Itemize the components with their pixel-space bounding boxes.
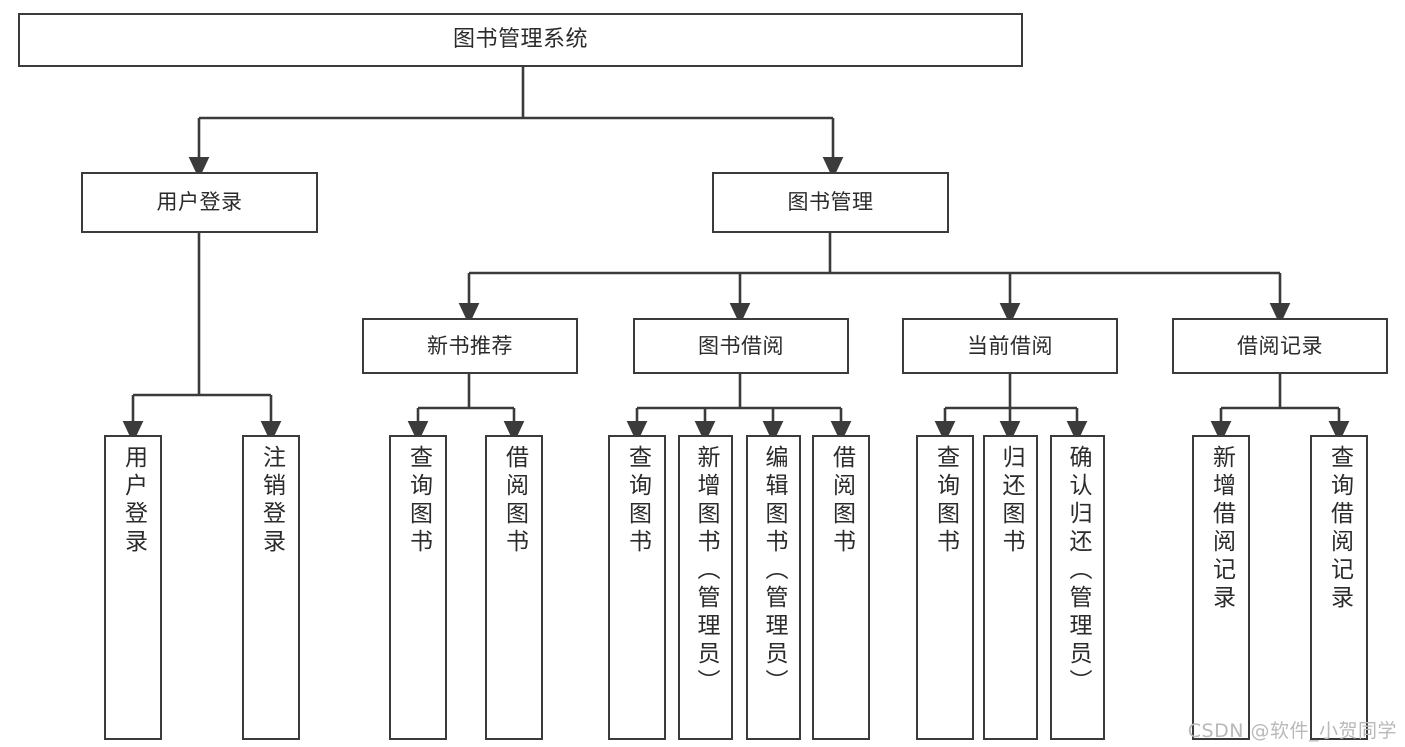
node-user-login[interactable]: 用户登录: [81, 172, 318, 233]
node-label: 查询图书: [405, 445, 432, 557]
node-label: 图书借阅: [698, 333, 784, 358]
node-label: 图书管理: [787, 190, 874, 215]
node-label: 当前借阅: [967, 333, 1053, 358]
leaf-book-borrow-query[interactable]: 查询图书: [608, 435, 666, 740]
node-label: 新书推荐: [427, 333, 513, 358]
leaf-book-borrow-borrow[interactable]: 借阅图书: [812, 435, 870, 740]
node-label: 图书管理系统: [452, 27, 588, 53]
node-label: 用户登录: [120, 445, 147, 557]
leaf-user-login-login[interactable]: 用户登录: [104, 435, 162, 740]
csdn-watermark: CSDN @软件_小贺同学: [1187, 720, 1397, 742]
node-label: 查询图书: [932, 445, 959, 557]
node-label: 查询借阅记录: [1326, 445, 1353, 613]
node-label: 借阅记录: [1237, 333, 1323, 358]
node-root-system[interactable]: 图书管理系统: [18, 13, 1023, 67]
leaf-current-borrow-return[interactable]: 归还图书: [983, 435, 1038, 740]
node-borrow-record[interactable]: 借阅记录: [1172, 318, 1388, 374]
node-label: 新增借阅记录: [1208, 445, 1235, 613]
node-label: 用户登录: [156, 190, 243, 215]
leaf-current-borrow-confirm[interactable]: 确认归还（管理员）: [1050, 435, 1105, 740]
node-label: 确认归还（管理员）: [1065, 445, 1091, 697]
node-label: 新增图书（管理员）: [693, 445, 719, 697]
node-label: 借阅图书: [828, 445, 855, 557]
leaf-book-borrow-add[interactable]: 新增图书（管理员）: [678, 435, 733, 740]
leaf-current-borrow-query[interactable]: 查询图书: [916, 435, 974, 740]
node-label: 查询图书: [624, 445, 651, 557]
node-label: 归还图书: [998, 445, 1024, 557]
node-new-book-recommend[interactable]: 新书推荐: [362, 318, 578, 374]
node-book-borrow[interactable]: 图书借阅: [633, 318, 849, 374]
node-current-borrow[interactable]: 当前借阅: [902, 318, 1118, 374]
node-label: 借阅图书: [501, 445, 528, 557]
leaf-user-login-logout[interactable]: 注销登录: [242, 435, 300, 740]
leaf-borrow-record-query[interactable]: 查询借阅记录: [1310, 435, 1368, 740]
node-label: 编辑图书（管理员）: [761, 445, 787, 697]
node-label: 注销登录: [258, 445, 285, 557]
node-book-management[interactable]: 图书管理: [712, 172, 949, 233]
leaf-new-book-borrow[interactable]: 借阅图书: [485, 435, 543, 740]
leaf-book-borrow-edit[interactable]: 编辑图书（管理员）: [746, 435, 801, 740]
leaf-borrow-record-add[interactable]: 新增借阅记录: [1192, 435, 1250, 740]
leaf-new-book-query[interactable]: 查询图书: [389, 435, 447, 740]
